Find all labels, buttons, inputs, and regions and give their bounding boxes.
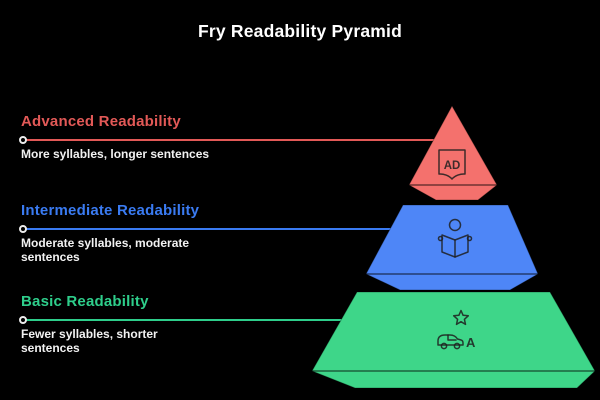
level-group-intermediate: Intermediate Readability Moderate syllab… [0,202,391,277]
connector-dot-icon [19,316,27,324]
star-icon [452,309,470,326]
level-description-basic: Fewer syllables, shorter sentences [21,327,158,355]
connector-dot-icon [19,225,27,233]
connector-dot-icon [19,136,27,144]
pyramid-level-intermediate [365,204,539,291]
open-book-ad-icon: AD [438,149,466,180]
pyramid-level-basic: A [311,291,596,389]
connector-line-intermediate [19,225,391,233]
connector-line-advanced [19,136,435,144]
level-group-advanced: Advanced Readability More syllables, lon… [0,113,435,173]
level-group-basic: Basic Readability Fewer syllables, short… [0,293,342,355]
toy-car-icon [437,334,464,346]
pyramid-level-advanced: AD [408,104,498,201]
icon-letter: A [466,335,476,350]
level-heading-basic: Basic Readability [21,293,149,310]
icon-letters: AD [444,160,461,172]
level-heading-advanced: Advanced Readability [21,113,181,130]
page-title: Fry Readability Pyramid [198,21,402,41]
connector-line-basic [19,316,342,324]
star-and-toy-car-icon: A [437,309,476,350]
level-heading-intermediate: Intermediate Readability [21,202,200,219]
person-reading-icon [437,218,473,258]
level-description-advanced: More syllables, longer sentences [21,147,210,161]
level-description-intermediate: Moderate syllables, moderate sentences [21,236,190,264]
